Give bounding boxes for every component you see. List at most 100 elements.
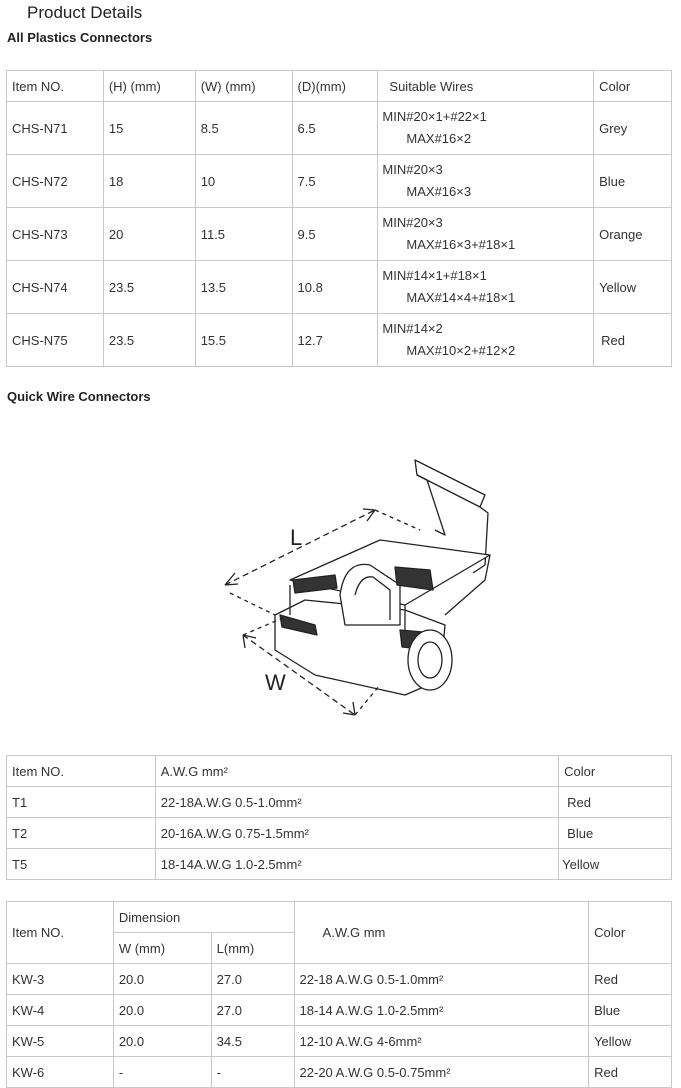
diagram-label-length: L xyxy=(290,525,302,550)
d-cell: 9.5 xyxy=(291,207,379,261)
wires-max: MAX#10×2+#12×2 xyxy=(406,343,516,358)
w-cell: - xyxy=(112,1056,212,1088)
wires-min: MIN#14×1+#18×1 xyxy=(382,268,487,283)
header-cell: Color xyxy=(588,901,672,964)
awg-cell: 22-20 A.W.G 0.5-0.75mm² xyxy=(293,1056,590,1088)
awg-cell: 18-14A.W.G 1.0-2.5mm² xyxy=(154,848,560,880)
header-cell: (H) (mm) xyxy=(102,70,196,102)
header-cell: Dimension xyxy=(112,901,295,933)
l-cell: 27.0 xyxy=(210,994,295,1026)
wires-min: MIN#20×1+#22×1 xyxy=(382,109,487,124)
item-cell: CHS-N74 xyxy=(6,260,104,314)
w-cell: 15.5 xyxy=(194,313,293,367)
wires-min: MIN#20×3 xyxy=(382,215,443,230)
header-cell: Color xyxy=(558,755,672,787)
table-row: T5 18-14A.W.G 1.0-2.5mm² Yellow xyxy=(6,848,672,880)
color-cell: Blue xyxy=(588,994,672,1026)
header-cell: Color xyxy=(593,70,672,102)
w-cell: 20.0 xyxy=(112,963,212,995)
header-cell: L(mm) xyxy=(210,932,295,964)
header-cell: A.W.G mm² xyxy=(154,755,560,787)
table-header-row: Item NO. Dimension A.W.G mm Color xyxy=(6,901,672,964)
item-cell: KW-4 xyxy=(6,994,114,1026)
color-cell: Yellow xyxy=(558,848,672,880)
d-cell: 12.7 xyxy=(291,313,379,367)
color-cell: Red xyxy=(558,786,672,818)
table-header-row: Item NO. A.W.G mm² Color xyxy=(6,755,672,787)
h-cell: 23.5 xyxy=(102,313,196,367)
color-cell: Yellow xyxy=(593,260,672,314)
w-cell: 8.5 xyxy=(194,101,293,155)
header-cell: Item NO. xyxy=(6,70,104,102)
awg-cell: 20-16A.W.G 0.75-1.5mm² xyxy=(154,817,560,849)
header-cell: Item NO. xyxy=(6,755,156,787)
d-cell: 10.8 xyxy=(291,260,379,314)
connector-diagram: L W xyxy=(224,459,491,716)
l-cell: 27.0 xyxy=(210,963,295,995)
header-cell: Item NO. xyxy=(6,901,114,964)
table-header-row: Item NO. (H) (mm) (W) (mm) (D)(mm) Suita… xyxy=(6,70,672,102)
color-cell: Orange xyxy=(593,207,672,261)
header-cell: (W) (mm) xyxy=(194,70,293,102)
w-cell: 20.0 xyxy=(112,994,212,1026)
item-cell: T2 xyxy=(6,817,156,849)
kw-dimension-table: Item NO. Dimension A.W.G mm Color W (mm)… xyxy=(6,901,672,1088)
color-cell: Grey xyxy=(593,101,672,155)
table-header-row: W (mm) L(mm) xyxy=(7,932,672,964)
item-cell: CHS-N73 xyxy=(6,207,104,261)
item-cell: KW-6 xyxy=(6,1056,114,1088)
item-cell: KW-3 xyxy=(6,963,114,995)
table-row: KW-6 - - 22-20 A.W.G 0.5-0.75mm² Red xyxy=(6,1056,672,1088)
wires-min: MIN#20×3 xyxy=(382,162,443,177)
h-cell: 15 xyxy=(102,101,196,155)
w-cell: 13.5 xyxy=(194,260,293,314)
header-cell: Suitable Wires xyxy=(377,70,595,102)
item-cell: T1 xyxy=(6,786,156,818)
w-cell: 11.5 xyxy=(194,207,293,261)
wires-max: MAX#14×4+#18×1 xyxy=(406,290,516,305)
plastics-connectors-table: Item NO. (H) (mm) (W) (mm) (D)(mm) Suita… xyxy=(6,70,672,367)
h-cell: 20 xyxy=(102,207,196,261)
awg-cell: 22-18A.W.G 0.5-1.0mm² xyxy=(154,786,560,818)
wires-max: MAX#16×3 xyxy=(406,184,472,199)
awg-cell: 18-14 A.W.G 1.0-2.5mm² xyxy=(293,994,590,1026)
item-cell: CHS-N71 xyxy=(6,101,104,155)
table-row: KW-4 20.0 27.0 18-14 A.W.G 1.0-2.5mm² Bl… xyxy=(6,994,672,1026)
l-cell: 34.5 xyxy=(210,1025,295,1057)
wires-max: MAX#16×2 xyxy=(406,131,472,146)
d-cell: 7.5 xyxy=(291,154,379,208)
color-cell: Yellow xyxy=(588,1025,672,1057)
section-title-plastics: All Plastics Connectors xyxy=(7,30,153,45)
h-cell: 18 xyxy=(102,154,196,208)
d-cell: 6.5 xyxy=(291,101,379,155)
color-cell: Blue xyxy=(558,817,672,849)
h-cell: 23.5 xyxy=(102,260,196,314)
table-row: T1 22-18A.W.G 0.5-1.0mm² Red xyxy=(6,786,672,818)
color-cell: Red xyxy=(588,1056,672,1088)
awg-cell: 12-10 A.W.G 4-6mm² xyxy=(293,1025,590,1057)
w-cell: 20.0 xyxy=(112,1025,212,1057)
wires-min: MIN#14×2 xyxy=(382,321,443,336)
header-cell: A.W.G mm xyxy=(293,901,590,964)
item-cell: CHS-N75 xyxy=(6,313,104,367)
l-cell: - xyxy=(210,1056,295,1088)
awg-cell: 22-18 A.W.G 0.5-1.0mm² xyxy=(293,963,590,995)
header-cell: W (mm) xyxy=(112,932,212,964)
color-cell: Red xyxy=(593,313,672,367)
color-cell: Red xyxy=(588,963,672,995)
table-row: KW-3 20.0 27.0 22-18 A.W.G 0.5-1.0mm² Re… xyxy=(6,963,672,995)
item-cell: T5 xyxy=(6,848,156,880)
item-cell: KW-5 xyxy=(6,1025,114,1057)
color-cell: Blue xyxy=(593,154,672,208)
header-cell: (D)(mm) xyxy=(291,70,379,102)
